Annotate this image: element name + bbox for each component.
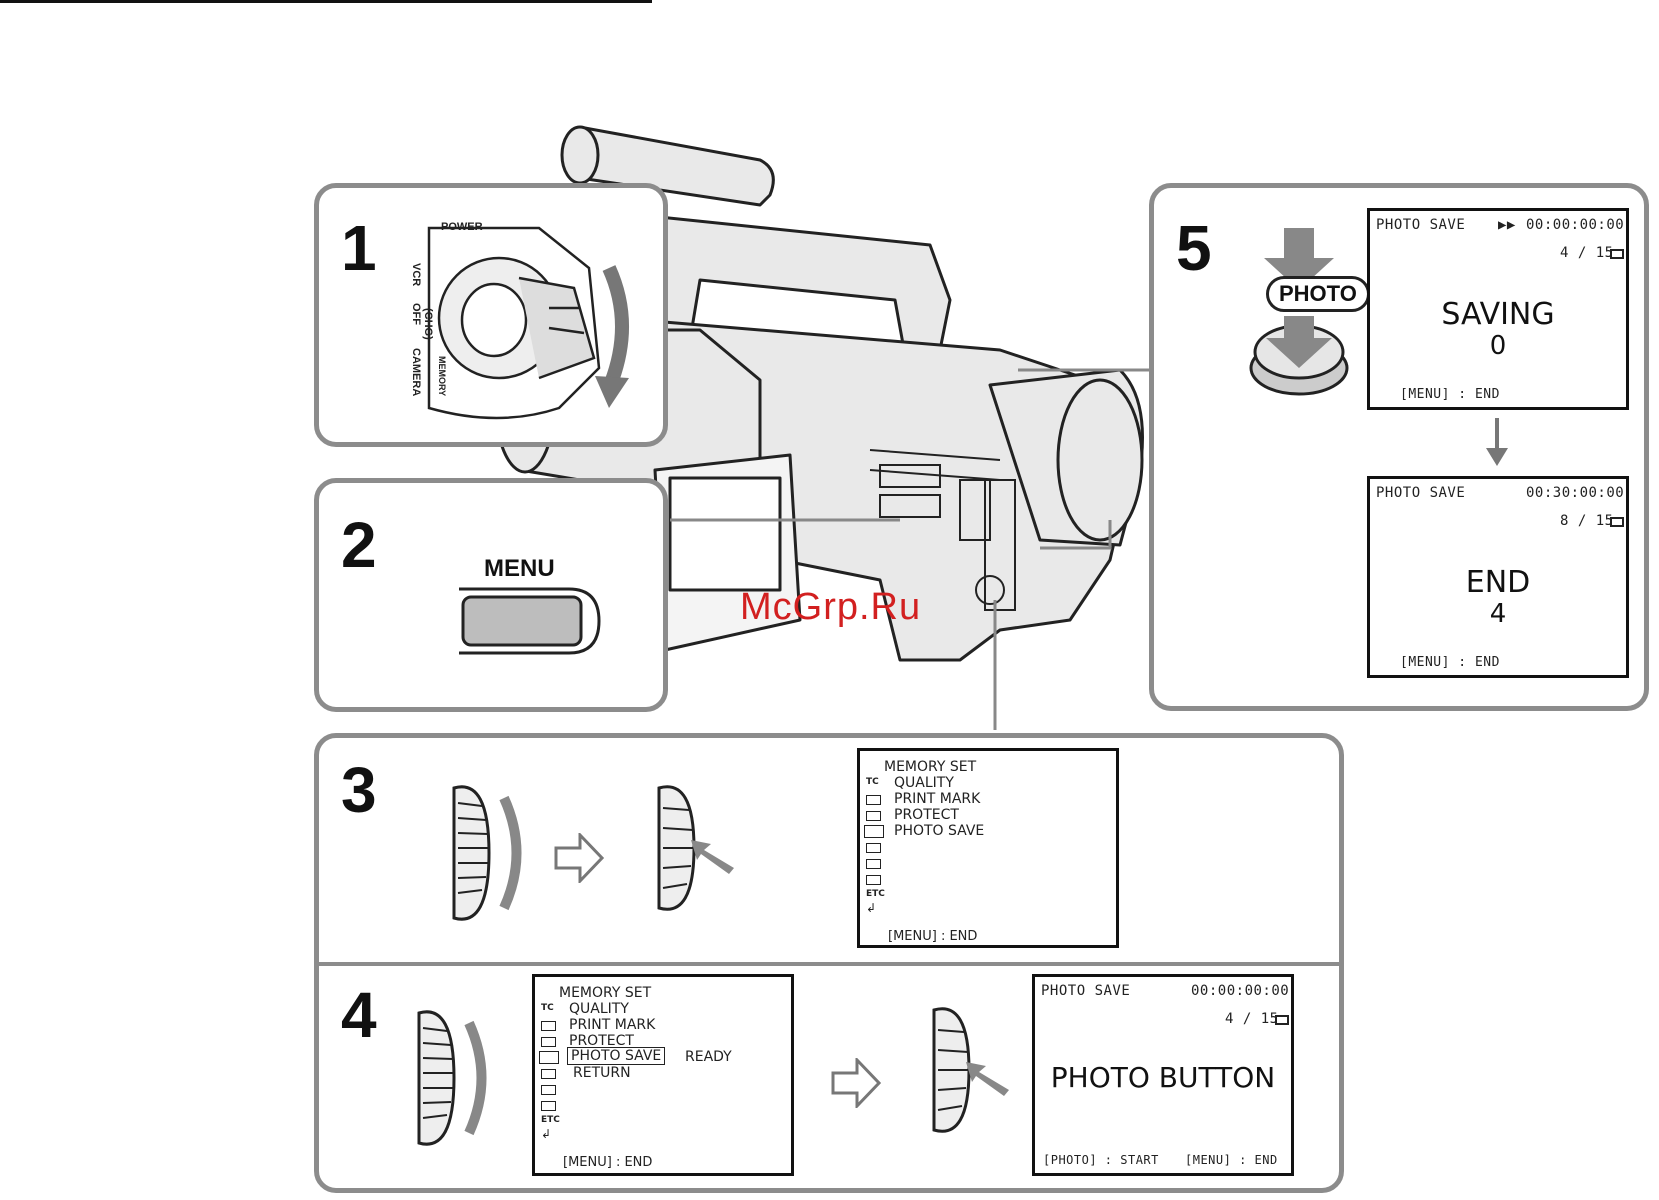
menu-item-protect[interactable]: PROTECT (894, 807, 959, 823)
status-message: PHOTO BUTTON (1050, 1061, 1276, 1094)
step-number: 5 (1176, 212, 1212, 284)
dial-label-camera: CAMERA (410, 348, 422, 396)
jog-dial-turn-icon (452, 785, 522, 921)
menu-item-print-mark[interactable]: PRINT MARK (894, 791, 981, 807)
timecode: 00:00:00:00 (1191, 983, 1290, 999)
timecode: 00:30:00:00 (1526, 485, 1625, 501)
side-icon (541, 1037, 556, 1047)
step-3-menu-screen: MEMORY SET QUALITY PRINT MARK PROTECT PH… (857, 748, 1119, 948)
side-icon-etc: ETC (866, 889, 885, 899)
side-icon-tc: TC (541, 1003, 554, 1013)
top-rule (0, 0, 652, 3)
side-icon-etc: ETC (541, 1115, 560, 1125)
status-message: SAVING (1441, 297, 1555, 332)
menu-item-quality[interactable]: QUALITY (569, 1001, 629, 1017)
menu-title: MEMORY SET (884, 759, 977, 775)
next-arrow-icon (554, 833, 604, 883)
photo-button-label[interactable]: PHOTO (1266, 276, 1370, 312)
dial-label-chg: (CHG) (422, 308, 434, 340)
steps-3-4-panel: 3 MEMORY SET QUALITY PRINT MARK PROTECT … (314, 733, 1344, 1193)
footer-right: [MENU] : END (1185, 1153, 1278, 1167)
step-5-panel: 5 PHOTO PHOTO SAVE ▶▶ 00:00:00:00 4 / 15… (1149, 183, 1649, 711)
menu-title: MEMORY SET (559, 985, 652, 1001)
status-value: 4 (1489, 599, 1507, 629)
return-icon: ↲ (866, 901, 877, 915)
menu-footer: [MENU] : END (563, 1155, 653, 1170)
step-2-panel: 2 MENU (314, 478, 668, 712)
footer-left: [PHOTO] : START (1043, 1153, 1159, 1167)
screen-title: PHOTO SAVE (1041, 983, 1131, 999)
screen-title: PHOTO SAVE (1376, 217, 1466, 233)
divider (319, 962, 1339, 966)
menu-footer: [MENU] : END (888, 929, 978, 944)
side-icon (541, 1069, 556, 1079)
side-icon (541, 1085, 556, 1095)
timecode: 00:00:00:00 (1526, 217, 1625, 233)
side-icon-tc: TC (866, 777, 879, 787)
side-icon (866, 875, 881, 885)
down-arrow-icon (1486, 418, 1508, 466)
status-value: 0 (1489, 331, 1507, 361)
step-1-panel: 1 POWER VCR OFF (CHG) CAMERA MEMORY (314, 183, 668, 447)
dial-label-off: OFF (410, 303, 422, 325)
screen-footer: [MENU] : END (1400, 655, 1500, 670)
side-icon-selected (539, 1051, 559, 1064)
card-icon (1610, 249, 1624, 259)
step-4-number: 4 (341, 979, 377, 1051)
play-icon: ▶▶ (1498, 217, 1516, 233)
image-count: 4 / 15 (1560, 245, 1614, 261)
step-number: 2 (341, 509, 377, 581)
menu-item-photo-save-selected[interactable]: PHOTO SAVE (567, 1047, 666, 1065)
menu-button[interactable] (449, 583, 609, 663)
end-screen: PHOTO SAVE 00:30:00:00 8 / 15 END 4 [MEN… (1367, 476, 1629, 678)
image-count: 8 / 15 (1560, 513, 1614, 529)
card-icon (1610, 517, 1624, 527)
side-icon (866, 795, 881, 805)
step-4-menu-screen: MEMORY SET QUALITY PRINT MARK PROTECT PH… (532, 974, 794, 1176)
card-icon (1275, 1015, 1289, 1025)
screen-footer: [MENU] : END (1400, 387, 1500, 402)
side-icon (866, 843, 881, 853)
side-icon (866, 811, 881, 821)
menu-button-label: MENU (484, 555, 555, 582)
power-dial-icon: POWER VCR OFF (CHG) CAMERA MEMORY (410, 221, 629, 420)
menu-item-protect[interactable]: PROTECT (569, 1033, 634, 1049)
saving-screen: PHOTO SAVE ▶▶ 00:00:00:00 4 / 15 SAVING … (1367, 208, 1629, 410)
dial-label-memory: MEMORY (437, 356, 447, 396)
side-icon (866, 859, 881, 869)
menu-item-quality[interactable]: QUALITY (894, 775, 954, 791)
jog-dial-press-icon (932, 1007, 1009, 1133)
status-message: END (1465, 565, 1531, 600)
side-icon (541, 1101, 556, 1111)
screen-title: PHOTO SAVE (1376, 485, 1466, 501)
dial-label-power: POWER (441, 221, 483, 233)
dial-label-vcr: VCR (410, 263, 422, 286)
side-icon (541, 1021, 556, 1031)
photo-button-press-icon (1249, 228, 1349, 396)
step-3-number: 3 (341, 754, 377, 826)
step-4-photo-save-screen: PHOTO SAVE 00:00:00:00 4 / 15 PHOTO BUTT… (1032, 974, 1294, 1176)
step-number: 1 (341, 212, 377, 284)
jog-dial-turn-icon (417, 1010, 487, 1146)
image-count: 4 / 15 (1225, 1011, 1279, 1027)
jog-dial-press-icon (657, 785, 734, 911)
menu-item-photo-save[interactable]: PHOTO SAVE (894, 823, 985, 839)
return-icon: ↲ (541, 1127, 552, 1141)
side-icon-selected (864, 825, 884, 838)
watermark: McGrp.Ru (740, 586, 922, 628)
menu-item-print-mark[interactable]: PRINT MARK (569, 1017, 656, 1033)
menu-item-return[interactable]: RETURN (573, 1065, 631, 1081)
ready-label: READY (685, 1049, 732, 1065)
next-arrow-icon (831, 1058, 881, 1108)
